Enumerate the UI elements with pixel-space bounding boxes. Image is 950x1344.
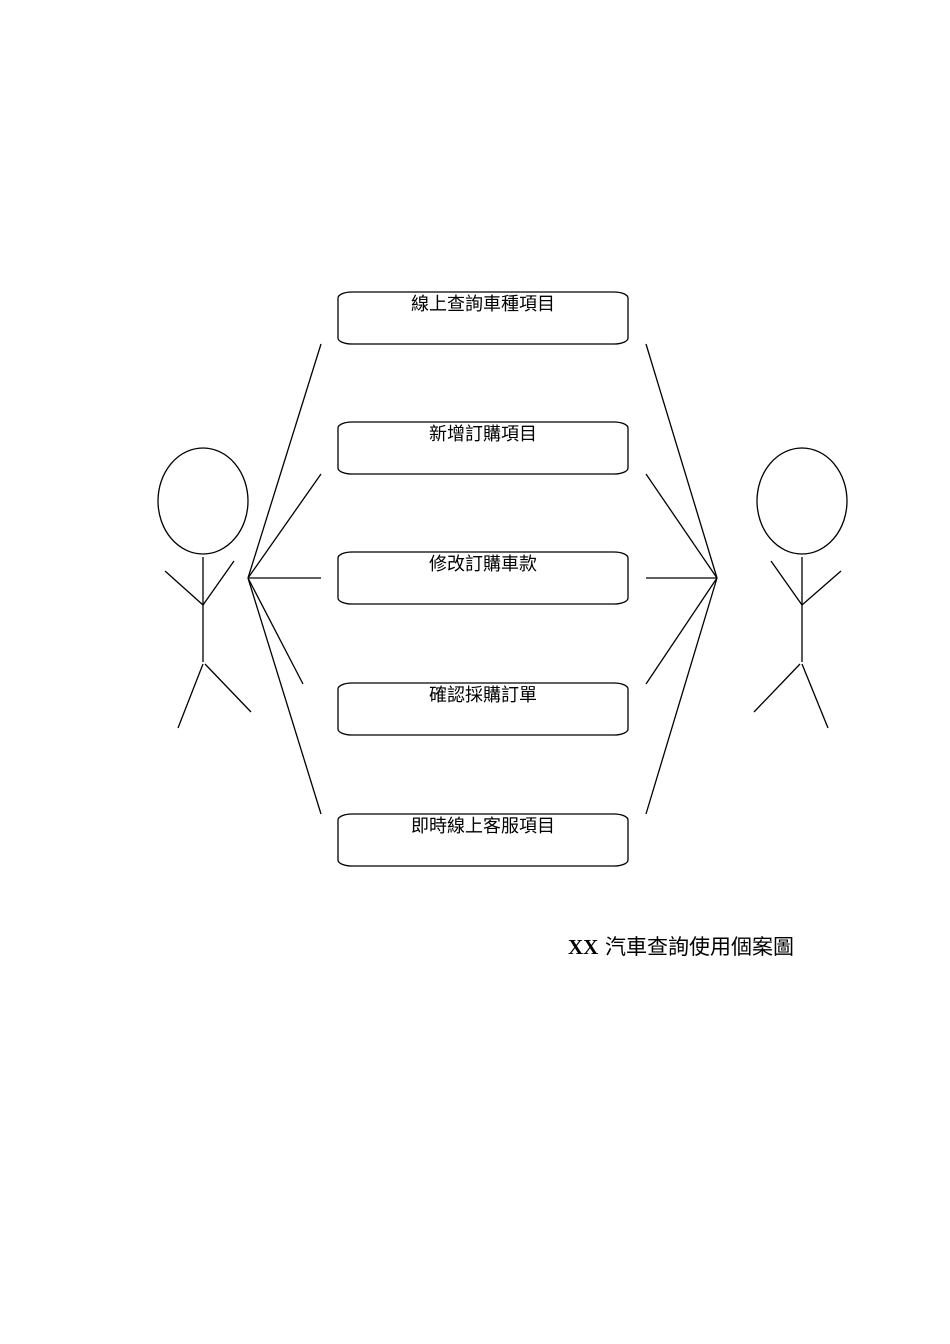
right-association-1 — [645, 343, 718, 579]
left-association-2 — [247, 473, 322, 579]
left-associations — [247, 343, 322, 815]
right-actor — [753, 447, 848, 729]
use-case-box-3 — [337, 551, 629, 605]
use-case-box-1 — [337, 291, 629, 345]
use-case-label: 修改訂購車款 — [429, 554, 537, 575]
right-actor-leg-left — [753, 663, 801, 713]
left-actor-leg-left — [177, 663, 204, 729]
use-case-box-4 — [337, 682, 629, 736]
left-actor-arm-left — [164, 570, 204, 606]
right-association-4 — [645, 577, 718, 685]
right-actor-head — [756, 447, 848, 555]
right-actor-arm-right — [801, 570, 842, 606]
use-case-label: 即時線上客服項目 — [411, 816, 555, 837]
left-association-5 — [247, 577, 322, 815]
use-case-boxes — [337, 291, 629, 867]
diagram-caption: XX 汽車查詢使用個案圖 — [568, 931, 794, 961]
right-actor-leg-right — [801, 663, 829, 729]
left-actor-arm-right — [202, 560, 235, 606]
use-case-box-2 — [337, 421, 629, 475]
left-actor-leg-right — [204, 663, 252, 713]
right-association-5 — [645, 577, 718, 815]
use-case-label: 新增訂購項目 — [429, 424, 537, 445]
use-case-box-5 — [337, 813, 629, 867]
left-association-1 — [247, 343, 322, 579]
right-associations — [645, 343, 718, 815]
left-association-4 — [247, 577, 304, 685]
right-actor-arm-left — [770, 560, 803, 606]
use-case-label: 確認採購訂單 — [429, 685, 537, 706]
left-actor-head — [157, 447, 249, 555]
use-case-label: 線上查詢車種項目 — [411, 294, 555, 315]
left-actor — [157, 447, 252, 729]
caption-prefix: XX — [568, 935, 599, 959]
right-association-2 — [645, 473, 718, 579]
caption-text: 汽車查詢使用個案圖 — [605, 935, 795, 959]
